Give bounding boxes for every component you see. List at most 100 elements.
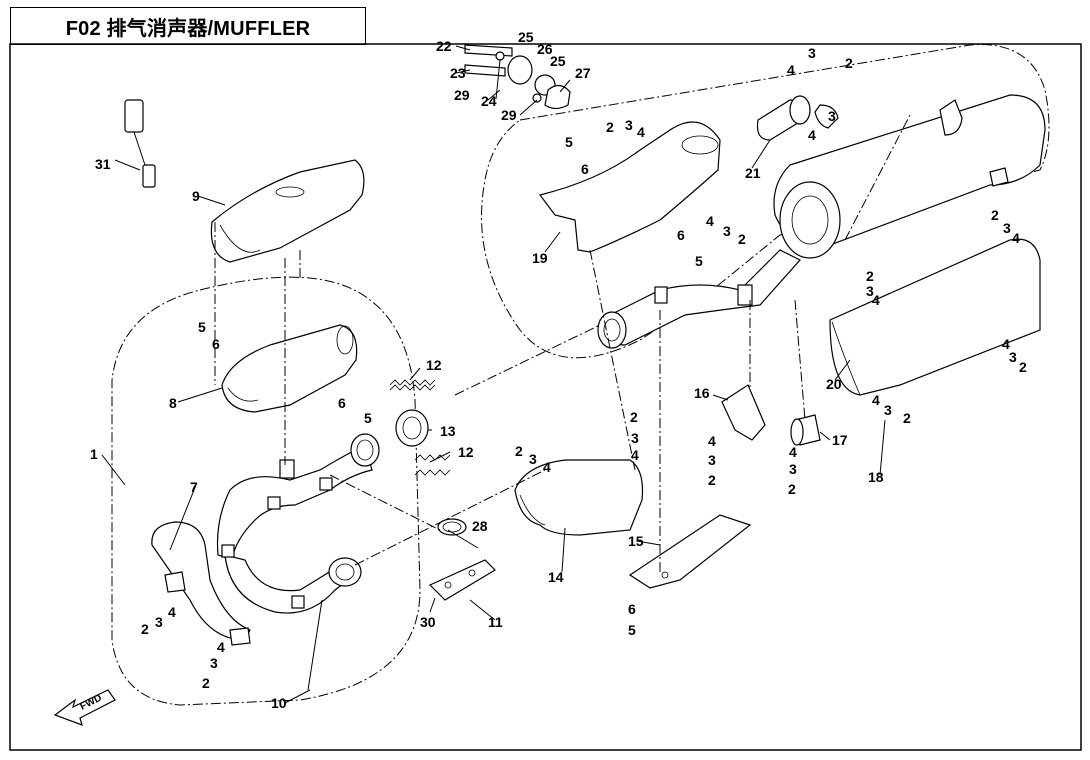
clamp-assembly: [464, 44, 571, 110]
callout-4: 4: [808, 127, 816, 143]
callout-4: 4: [1002, 336, 1010, 352]
callout-3: 3: [828, 108, 836, 124]
callout-14: 14: [548, 569, 564, 585]
callout-5: 5: [198, 319, 206, 335]
callout-28: 28: [472, 518, 488, 534]
callout-15: 15: [628, 533, 644, 549]
callout-31: 31: [95, 156, 111, 172]
callout-3: 3: [1003, 220, 1011, 236]
callout-3: 3: [708, 452, 716, 468]
callout-3: 3: [723, 223, 731, 239]
heat-shield-upper: [210, 159, 365, 263]
callout-18: 18: [868, 469, 884, 485]
callout-13: 13: [440, 423, 456, 439]
callout-4: 4: [631, 447, 639, 463]
callout-20: 20: [826, 376, 842, 392]
callout-6: 6: [338, 395, 346, 411]
callout-29: 29: [501, 107, 517, 123]
callout-7: 7: [190, 479, 198, 495]
bracket-16: [721, 384, 766, 441]
callout-4: 4: [543, 459, 551, 475]
callout-27: 27: [575, 65, 591, 81]
assembly-outline-left: [111, 276, 421, 706]
callout-3: 3: [155, 614, 163, 630]
callout-26: 26: [537, 41, 553, 57]
callout-6: 6: [212, 336, 220, 352]
callout-4: 4: [217, 639, 225, 655]
callout-21: 21: [745, 165, 761, 181]
callout-23: 23: [450, 65, 466, 81]
oxygen-sensor: [124, 99, 156, 188]
callout-4: 4: [637, 124, 645, 140]
callout-3: 3: [884, 402, 892, 418]
callout-5: 5: [628, 622, 636, 638]
callout-8: 8: [169, 395, 177, 411]
callout-4: 4: [168, 604, 176, 620]
fwd-arrow: FWD: [53, 689, 116, 726]
callout-4: 4: [872, 292, 880, 308]
callout-30: 30: [420, 614, 436, 630]
title-box: F02 排气消声器/MUFFLER: [10, 7, 366, 45]
callout-3: 3: [866, 283, 874, 299]
callout-2: 2: [630, 409, 638, 425]
callout-6: 6: [628, 601, 636, 617]
callout-4: 4: [1012, 230, 1020, 246]
callout-25: 25: [550, 53, 566, 69]
alignment-lines: [214, 114, 911, 575]
callout-2: 2: [788, 481, 796, 497]
callout-2: 2: [515, 443, 523, 459]
callout-3: 3: [1009, 349, 1017, 365]
side-heat-shield: [829, 238, 1041, 396]
callout-3: 3: [529, 451, 537, 467]
callout-4: 4: [708, 433, 716, 449]
inlet-pipe-21: [756, 95, 839, 141]
callout-5: 5: [364, 410, 372, 426]
bracket-15: [628, 514, 752, 589]
callout-22: 22: [436, 38, 452, 54]
callout-2: 2: [903, 410, 911, 426]
callout-29: 29: [454, 87, 470, 103]
callout-3: 3: [625, 117, 633, 133]
callout-6: 6: [581, 161, 589, 177]
callout-2: 2: [606, 119, 614, 135]
callout-24: 24: [481, 93, 497, 109]
leader-lines: [101, 45, 886, 704]
callout-labels: 1 2 2 2 2 2 2 2 2 2 2 2 2 2 3 3 3 3 3 3 …: [90, 29, 1027, 711]
head-pipe: [151, 433, 380, 646]
callout-3: 3: [631, 430, 639, 446]
callout-12: 12: [458, 444, 474, 460]
rubber-damper: [790, 414, 821, 446]
callout-11: 11: [488, 614, 503, 630]
callout-9: 9: [192, 188, 200, 204]
callout-4: 4: [789, 444, 797, 460]
callout-3: 3: [789, 461, 797, 477]
callout-2: 2: [1019, 359, 1027, 375]
callout-2: 2: [866, 268, 874, 284]
callout-2: 2: [738, 231, 746, 247]
callout-2: 2: [141, 621, 149, 637]
callout-2: 2: [845, 55, 853, 71]
diagram-title: F02 排气消声器/MUFFLER: [65, 17, 311, 40]
callout-16: 16: [694, 385, 710, 401]
callout-19: 19: [532, 250, 548, 266]
callout-2: 2: [708, 472, 716, 488]
callout-4: 4: [872, 392, 880, 408]
callout-12: 12: [426, 357, 442, 373]
callout-5: 5: [695, 253, 703, 269]
callout-2: 2: [202, 675, 210, 691]
heat-shield-middle: [221, 324, 358, 413]
callout-4: 4: [787, 62, 795, 78]
callout-6: 6: [677, 227, 685, 243]
springs: [389, 379, 451, 476]
assembly-outline-right: [481, 44, 1050, 359]
callout-1: 1: [90, 446, 98, 462]
callout-25: 25: [518, 29, 534, 45]
gasket-ring: [395, 409, 429, 447]
outer-frame: [9, 43, 1082, 751]
heat-shield-14: [514, 459, 644, 536]
small-gasket: [437, 518, 467, 536]
mid-pipe: [597, 249, 801, 349]
callout-5: 5: [565, 134, 573, 150]
callout-4: 4: [706, 213, 714, 229]
